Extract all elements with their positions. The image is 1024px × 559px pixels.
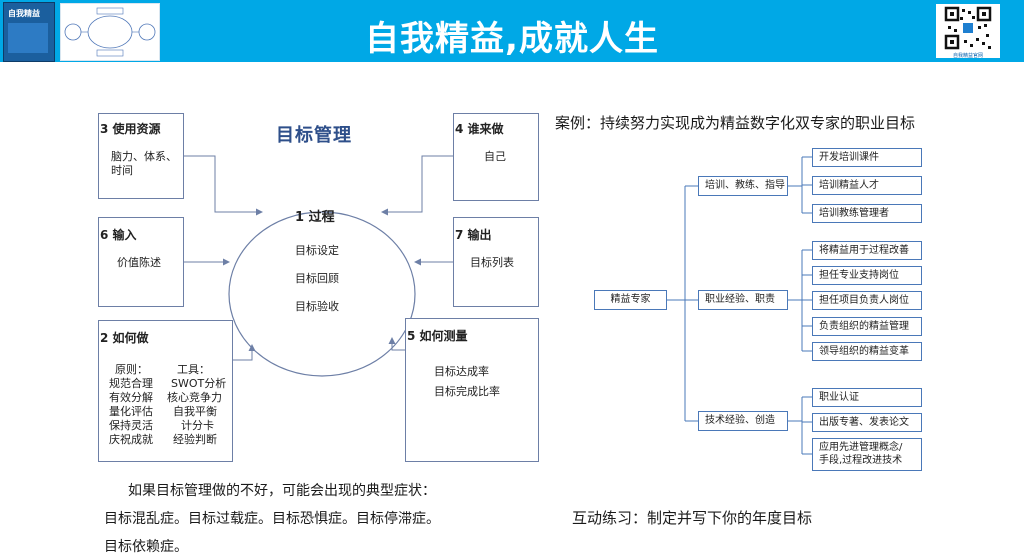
principle-item: 庆祝成就 <box>109 433 153 446</box>
tree-leaf: 将精益用于过程改善 <box>812 241 922 260</box>
resources-line2: 时间 <box>111 164 133 177</box>
tree-leaf: 领导组织的精益变革 <box>812 342 922 361</box>
principle-item: 有效分解 <box>109 391 153 404</box>
practice-text: 互动练习：制定并写下你的年度目标 <box>572 509 813 527</box>
principle-item: 保持灵活 <box>109 419 153 432</box>
principles-heading: 原则： <box>115 363 148 376</box>
tree-leaf: 担任项目负责人岗位 <box>812 291 922 310</box>
tree-leaf: 开发培训课件 <box>812 148 922 167</box>
page-title: 自我精益,成就人生 <box>365 19 659 59</box>
measure-title: 5 如何测量 <box>407 329 468 343</box>
tree-leaf-line: 手段,过程改进技术 <box>819 455 903 466</box>
measure-item: 目标完成比率 <box>434 385 500 398</box>
tool-item: 自我平衡 <box>173 405 217 418</box>
resources-title: 3 使用资源 <box>100 122 161 136</box>
who-title: 4 谁来做 <box>455 122 504 136</box>
tree-branch: 技术经验、创造 <box>698 411 788 431</box>
process-ellipse <box>228 211 416 377</box>
qr-caption: 自我精益官网 <box>952 53 983 59</box>
principle-item: 规范合理 <box>109 377 153 390</box>
process-node: 1 过程 目标设定 目标回顾 目标验收 <box>229 210 415 376</box>
tool-item: 计分卡 <box>181 419 214 432</box>
thumbnail-diagram-icon <box>64 7 156 57</box>
process-item: 目标回顾 <box>295 272 339 285</box>
how-box: 2 如何做 原则： 工具： 规范合理 有效分解 量化评估 保持灵活 庆祝成就 S… <box>98 320 233 462</box>
diagram-title: 目标管理 <box>276 125 352 146</box>
tree-leaf-multiline: 应用先进管理概念/ 手段,过程改进技术 <box>812 438 922 471</box>
measure-box: 5 如何测量 目标达成率 目标完成比率 <box>405 318 539 462</box>
output-title: 7 输出 <box>455 228 492 242</box>
symptoms-line2: 目标依赖症。 <box>104 539 188 555</box>
tool-item: 经验判断 <box>173 433 217 446</box>
principle-item: 量化评估 <box>109 405 153 418</box>
process-item: 目标设定 <box>295 244 339 257</box>
tool-item: 核心竞争力 <box>167 391 222 404</box>
case-title: 案例：持续努力实现成为精益数字化双专家的职业目标 <box>555 114 916 132</box>
measure-item: 目标达成率 <box>434 365 489 378</box>
tool-item: SWOT分析 <box>171 377 227 390</box>
output-box: 7 输出 目标列表 <box>453 217 539 307</box>
tree-leaf: 培训精益人才 <box>812 176 922 195</box>
header-bar: 自我精益 自我精益,成就人生 <box>0 0 1024 62</box>
input-title: 6 输入 <box>100 228 137 242</box>
tree-root: 精益专家 <box>594 290 667 310</box>
input-text: 价值陈述 <box>117 256 161 269</box>
tree-leaf: 出版专著、发表论文 <box>812 413 922 432</box>
who-box: 4 谁来做 自己 <box>453 113 539 201</box>
book-cover-art <box>8 23 48 53</box>
process-title: 1 过程 <box>295 210 335 225</box>
output-text: 目标列表 <box>470 256 514 269</box>
tree-leaf: 培训教练管理者 <box>812 204 922 223</box>
tools-heading: 工具： <box>177 363 210 376</box>
process-item: 目标验收 <box>295 300 339 313</box>
how-title: 2 如何做 <box>100 331 149 345</box>
tree-leaf: 担任专业支持岗位 <box>812 266 922 285</box>
diagram-thumbnail <box>60 3 160 61</box>
resources-line1: 脑力、体系、 <box>111 150 177 163</box>
tree-leaf: 职业认证 <box>812 388 922 407</box>
resources-box: 3 使用资源 脑力、体系、 时间 <box>98 113 184 199</box>
who-text: 自己 <box>484 150 506 163</box>
tree-branch: 培训、教练、指导 <box>698 176 788 196</box>
tree-leaf: 负责组织的精益管理 <box>812 317 922 336</box>
symptoms-lead: 如果目标管理做的不好，可能会出现的典型症状： <box>128 483 436 499</box>
qr-code-icon <box>936 4 1000 58</box>
book-title: 自我精益 <box>8 9 40 18</box>
tree-branch: 职业经验、职责 <box>698 290 788 310</box>
input-box: 6 输入 价值陈述 <box>98 217 184 307</box>
tree-leaf-line: 应用先进管理概念/ <box>819 442 903 453</box>
book-cover-logo: 自我精益 <box>3 2 55 62</box>
symptoms-line1: 目标混乱症。目标过载症。目标恐惧症。目标停滞症。 <box>104 511 440 527</box>
